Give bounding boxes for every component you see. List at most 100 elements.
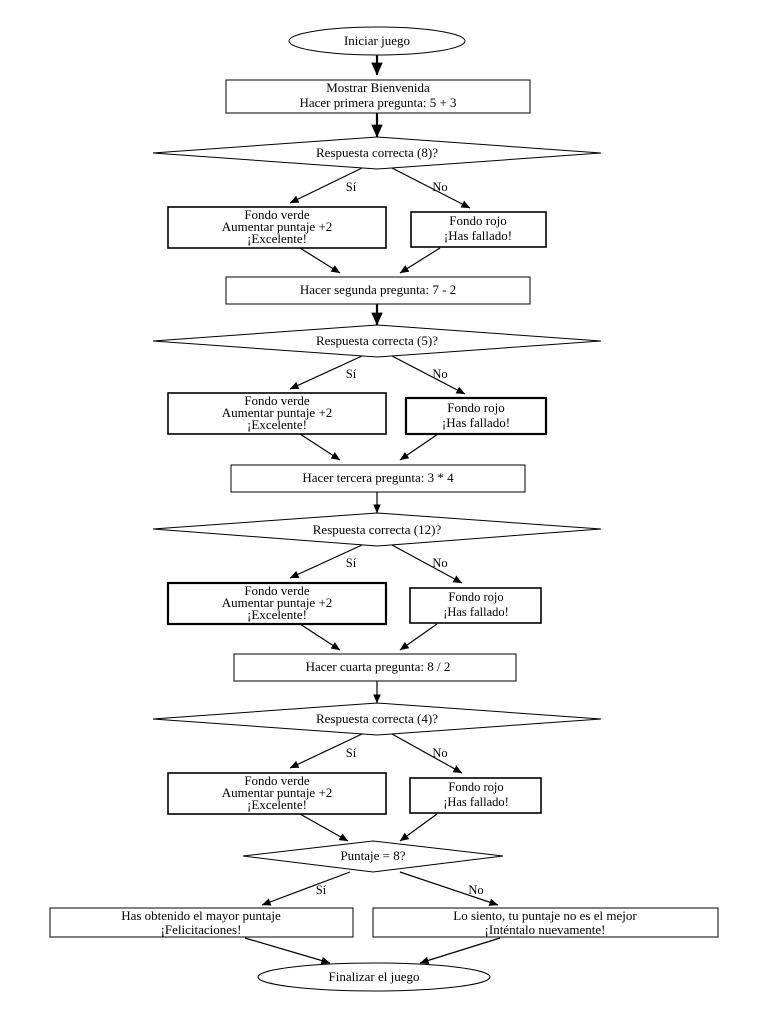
scorecheck-label: Puntaje = 8? [340,848,405,863]
correct2-line3: ¡Excelente! [247,417,307,432]
q2-label: Hacer segunda pregunta: 7 - 2 [300,282,456,297]
edge-correct3-q4 [299,623,341,651]
correct3-rect [166,581,388,626]
edge-layer [244,55,501,965]
wrong1-line1: Fondo rojo [449,213,506,228]
edge-wrong1-q2 [399,247,441,274]
edge-scorecheck-win [261,871,351,906]
decision2-diamond [152,324,602,358]
edge-decision1-wrong1 [391,167,471,209]
correct4-rect [167,772,387,815]
node-decision1[interactable]: Respuesta correcta (8)? [152,136,602,170]
wrong3-rect [409,587,542,624]
correct1-line1: Fondo verde [244,207,310,222]
lose-line2: ¡Inténtalo nuevamente! [485,922,606,937]
node-correct1[interactable]: Fondo verde Aumentar puntaje +2 ¡Excelen… [167,206,387,249]
edge-label-decision2-yes: Sí [346,367,357,381]
correct3-line2: Aumentar puntaje +2 [222,595,333,610]
welcome-rect [225,79,531,114]
correct1-rect [167,206,387,249]
decision2-label: Respuesta correcta (5)? [316,333,438,348]
edge-decision3-wrong3 [391,544,463,584]
decision3-label: Respuesta correcta (12)? [313,522,442,537]
edge-label-decision1-no: No [432,180,447,194]
node-correct4[interactable]: Fondo verde Aumentar puntaje +2 ¡Excelen… [167,772,387,815]
edge-lose-end [419,937,501,965]
end-ellipse [257,962,491,992]
edge-correct2-q3 [299,433,341,461]
edge-label-scorecheck-no: No [468,883,483,897]
wrong4-line1: Fondo rojo [448,780,503,794]
edge-decision2-wrong2 [391,355,466,395]
scorecheck-diamond [242,840,504,873]
correct1-line3: ¡Excelente! [247,231,307,246]
wrong2-rect [404,396,548,436]
node-scorecheck[interactable]: Puntaje = 8? [242,840,504,873]
welcome-line2: Hacer primera pregunta: 5 + 3 [299,95,456,110]
win-line2: ¡Felicitaciones! [161,922,242,937]
node-correct3[interactable]: Fondo verde Aumentar puntaje +2 ¡Excelen… [166,581,388,626]
node-decision2[interactable]: Respuesta correcta (5)? [152,324,602,358]
edge-decision2-correct2 [289,355,363,390]
node-q3[interactable]: Hacer tercera pregunta: 3 * 4 [230,464,526,493]
edge-label-decision4-yes: Sí [346,746,357,760]
q3-label: Hacer tercera pregunta: 3 * 4 [302,470,454,485]
node-decision4[interactable]: Respuesta correcta (4)? [152,702,602,736]
win-rect [49,907,354,938]
edge-decision4-wrong4 [391,733,463,774]
correct4-line3: ¡Excelente! [247,797,307,812]
end-label: Finalizar el juego [329,969,420,984]
q4-label: Hacer cuarta pregunta: 8 / 2 [306,659,451,674]
wrong4-line2: ¡Has fallado! [443,795,509,809]
decision3-diamond [152,512,602,547]
edge-correct4-scorecheck [299,813,349,842]
node-welcome[interactable]: Mostrar Bienvenida Hacer primera pregunt… [225,79,531,114]
edge-wrong3-q4 [399,623,438,651]
correct2-rect [167,392,387,435]
decision4-label: Respuesta correcta (4)? [316,711,438,726]
node-wrong4[interactable]: Fondo rojo ¡Has fallado! [409,777,542,814]
node-end[interactable]: Finalizar el juego [257,962,491,992]
node-correct2[interactable]: Fondo verde Aumentar puntaje +2 ¡Excelen… [167,392,387,435]
lose-line1: Lo siento, tu puntaje no es el mejor [453,908,637,923]
edge-scorecheck-lose [399,871,499,906]
edge-decision1-correct1 [289,167,363,204]
node-wrong3[interactable]: Fondo rojo ¡Has fallado! [409,587,542,624]
welcome-line1: Mostrar Bienvenida [326,80,430,95]
decision4-diamond [152,702,602,736]
correct1-line2: Aumentar puntaje +2 [222,219,333,234]
correct4-line1: Fondo verde [244,773,310,788]
edge-correct1-q2 [299,247,341,274]
correct2-line2: Aumentar puntaje +2 [222,405,333,420]
node-lose[interactable]: Lo siento, tu puntaje no es el mejor ¡In… [372,907,719,938]
edge-label-decision3-no: No [432,556,447,570]
edge-label-scorecheck-yes: Sí [316,883,327,897]
q2-rect [225,276,531,305]
decision1-diamond [152,136,602,170]
correct3-line3: ¡Excelente! [247,607,307,622]
node-wrong2[interactable]: Fondo rojo ¡Has fallado! [404,396,548,436]
q4-rect [233,653,517,682]
wrong1-line2: ¡Has fallado! [444,228,512,243]
wrong2-line1: Fondo rojo [447,400,504,415]
wrong3-line1: Fondo rojo [448,590,503,604]
node-wrong1[interactable]: Fondo rojo ¡Has fallado! [410,211,547,248]
wrong3-line2: ¡Has fallado! [443,605,509,619]
node-q2[interactable]: Hacer segunda pregunta: 7 - 2 [225,276,531,305]
wrong2-line2: ¡Has fallado! [442,415,510,430]
edge-wrong2-q3 [399,433,439,461]
correct4-line2: Aumentar puntaje +2 [222,785,333,800]
node-decision3[interactable]: Respuesta correcta (12)? [152,512,602,547]
node-win[interactable]: Has obtenido el mayor puntaje ¡Felicitac… [49,907,354,938]
correct2-line1: Fondo verde [244,393,310,408]
correct3-line1: Fondo verde [244,583,310,598]
edge-label-decision4-no: No [432,746,447,760]
edge-label-decision3-yes: Sí [346,556,357,570]
node-start[interactable]: Iniciar juego [288,26,466,56]
start-label: Iniciar juego [344,33,410,48]
node-q4[interactable]: Hacer cuarta pregunta: 8 / 2 [233,653,517,682]
edge-decision4-correct4 [289,733,363,769]
edge-decision3-correct3 [289,544,363,579]
wrong1-rect [410,211,547,248]
